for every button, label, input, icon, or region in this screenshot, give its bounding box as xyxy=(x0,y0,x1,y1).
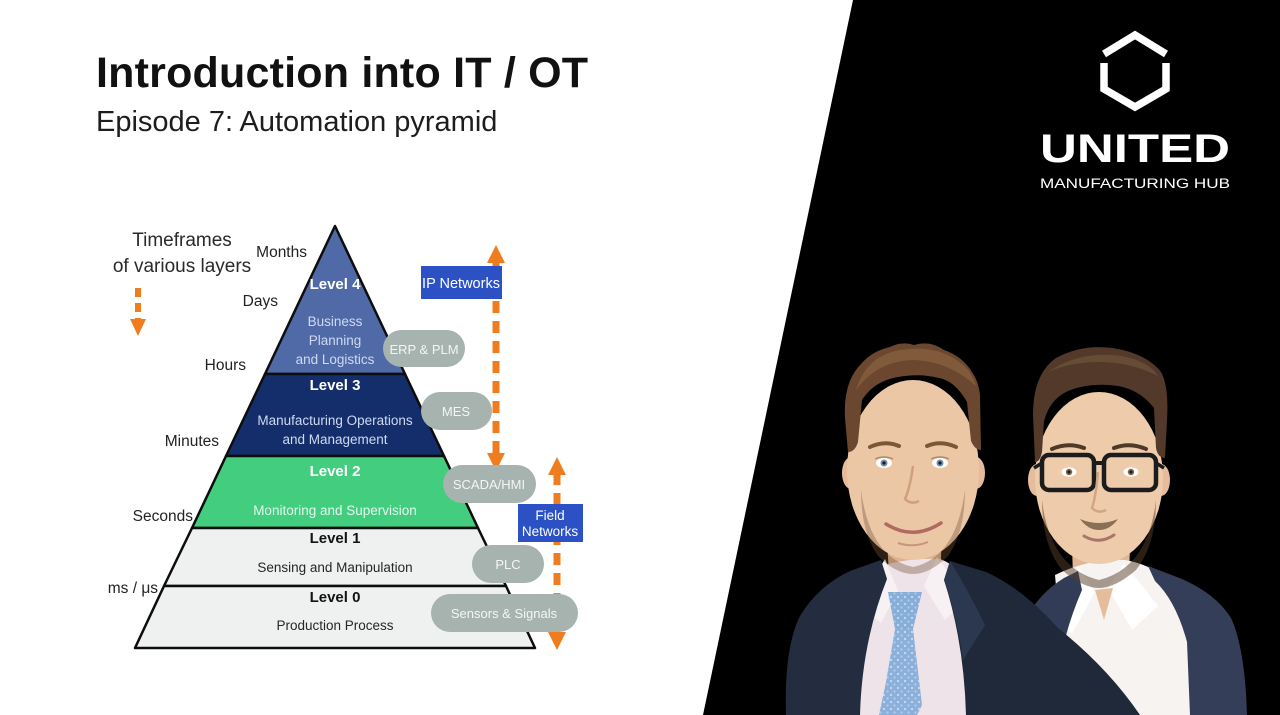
right-man-nose xyxy=(1090,471,1107,513)
level1-desc-1: Sensing and Manipulation xyxy=(257,560,412,575)
time-label-minutes: Minutes xyxy=(165,433,220,450)
badge-scada-hmi-label: SCADA/HMI xyxy=(453,477,525,492)
badge-plc-label: PLC xyxy=(495,557,520,572)
field-networks-label-2: Networks xyxy=(522,524,579,539)
left-man-eyebrow-right xyxy=(925,441,958,449)
level0-desc-1: Production Process xyxy=(276,618,393,633)
left-man-lower-lip xyxy=(897,541,929,547)
level4-desc-1: Business xyxy=(308,314,363,329)
level1-name: Level 1 xyxy=(310,530,361,547)
left-man-hair xyxy=(844,343,981,452)
time-scale-labels: Months Days Hours Minutes Seconds ms / μ… xyxy=(108,244,308,597)
right-man-beard xyxy=(1042,500,1156,588)
left-man-hair-highlight xyxy=(856,348,976,390)
level4-desc-2: Planning xyxy=(309,333,362,348)
level0-name: Level 0 xyxy=(310,589,361,606)
time-label-ms-us: ms / μs xyxy=(108,580,159,597)
right-man-jacket-right xyxy=(1148,566,1247,715)
level3-desc-1: Manufacturing Operations xyxy=(257,413,413,428)
badge-mes-label: MES xyxy=(442,404,471,419)
portrait-left-man xyxy=(785,343,1140,715)
brand-tagline: MANUFACTURING HUB xyxy=(1040,176,1230,191)
timeframes-caption-line1: Timeframes xyxy=(132,230,232,251)
time-label-seconds: Seconds xyxy=(133,508,194,525)
ip-networks-badge: IP Networks xyxy=(421,266,502,299)
level2-desc-1: Monitoring and Supervision xyxy=(253,503,417,518)
right-man-glasses-icon xyxy=(1033,452,1165,493)
level4-desc-3: and Logistics xyxy=(296,352,375,367)
level3-name: Level 3 xyxy=(310,377,361,394)
ip-networks-arrow-icon xyxy=(487,245,505,471)
right-man-mouth xyxy=(1082,533,1116,542)
hexagon-logo-icon xyxy=(1100,30,1170,112)
left-man-jacket-right xyxy=(944,561,1140,715)
ip-networks-label: IP Networks xyxy=(422,276,500,292)
badge-sensors-signals-label: Sensors & Signals xyxy=(451,606,558,621)
field-networks-badge: Field Networks xyxy=(518,504,583,542)
badge-mes: MES xyxy=(421,392,492,430)
field-networks-label-1: Field xyxy=(535,508,564,523)
slide-header: Introduction into IT / OT Episode 7: Aut… xyxy=(96,49,716,139)
automation-pyramid-diagram: Timeframes of various layers Months Days… xyxy=(108,224,583,650)
level4-name: Level 4 xyxy=(310,276,362,293)
level3-desc-2: and Management xyxy=(282,432,387,447)
tech-badges: ERP & PLM MES SCADA/HMI PLC Sensors & Si… xyxy=(383,330,578,632)
badge-plc: PLC xyxy=(472,545,544,583)
right-man-hair xyxy=(1033,347,1168,462)
brand-name: UNITED xyxy=(1040,127,1230,171)
right-man-eyebrow-right xyxy=(1112,443,1148,451)
right-man-mustache xyxy=(1080,519,1118,530)
right-man-collar-opening xyxy=(1095,588,1113,620)
page-title: Introduction into IT / OT xyxy=(96,49,589,97)
brand-logo: UNITED MANUFACTURING HUB xyxy=(1040,30,1230,191)
badge-sensors-signals: Sensors & Signals xyxy=(431,594,578,632)
left-man-nose xyxy=(903,465,920,504)
badge-erp-plm: ERP & PLM xyxy=(383,330,465,367)
time-label-months: Months xyxy=(256,244,307,261)
left-man-eyebrow-left xyxy=(868,441,901,449)
field-networks-arrow-icon xyxy=(548,457,566,650)
badge-scada-hmi: SCADA/HMI xyxy=(443,465,536,503)
left-man-lapel-right xyxy=(944,561,985,660)
page-subtitle: Episode 7: Automation pyramid xyxy=(96,106,498,139)
left-man-eyes xyxy=(874,456,950,468)
timeframes-down-arrow-icon xyxy=(130,288,146,336)
right-man-hair-highlight xyxy=(1048,354,1158,376)
right-man-eyebrow-left xyxy=(1050,443,1086,451)
timeframes-caption-line2: of various layers xyxy=(113,256,251,277)
time-label-hours: Hours xyxy=(205,357,247,374)
left-man-jacket-left xyxy=(785,560,887,715)
right-man-eyes xyxy=(1061,467,1139,477)
level2-name: Level 2 xyxy=(310,463,361,480)
right-man-face xyxy=(1035,392,1163,564)
badge-erp-plm-label: ERP & PLM xyxy=(389,342,458,357)
time-label-days: Days xyxy=(243,293,279,310)
left-man-tie xyxy=(879,592,922,715)
left-man-mouth xyxy=(884,521,943,534)
